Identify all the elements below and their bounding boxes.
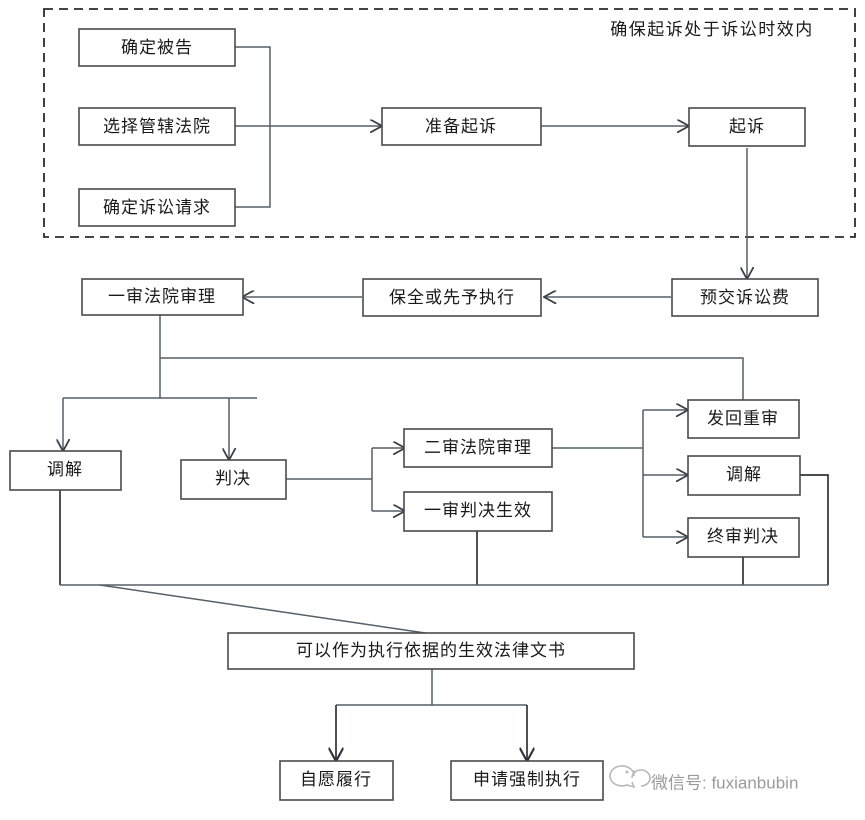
wechat-icon [609, 765, 651, 789]
node-remand-for-retrial[interactable]: 发回重审 [687, 399, 800, 439]
prefiling-group-boundary [43, 8, 856, 238]
node-second-instance-trial[interactable]: 二审法院审理 [403, 428, 553, 468]
timeliness-annotation: 确保起诉处于诉讼时效内 [610, 20, 814, 39]
node-select-jurisdiction[interactable]: 选择管辖法院 [78, 107, 236, 146]
node-first-instance-trial-label: 一审法院审理 [108, 287, 216, 306]
node-prepare-lawsuit-label: 准备起诉 [425, 117, 497, 136]
node-file-lawsuit[interactable]: 起诉 [688, 107, 806, 147]
watermark: 微信号: fuxianbubin [609, 765, 798, 792]
node-first-instance-trial[interactable]: 一审法院审理 [81, 278, 244, 316]
node-determine-defendant-label: 确定被告 [121, 38, 193, 57]
node-first-judgment-effective[interactable]: 一审判决生效 [403, 491, 553, 532]
node-apply-compulsory-enforcement[interactable]: 申请强制执行 [450, 760, 604, 801]
node-final-judgment-label: 终审判决 [707, 527, 779, 546]
node-remand-for-retrial-label: 发回重审 [707, 409, 779, 428]
node-mediation-first-instance[interactable]: 调解 [9, 450, 122, 491]
node-first-judgment-effective-label: 一审判决生效 [424, 501, 532, 520]
node-enforceable-legal-document[interactable]: 可以作为执行依据的生效法律文书 [227, 632, 635, 670]
watermark-label: 微信号: fuxianbubin [651, 773, 798, 792]
node-final-judgment[interactable]: 终审判决 [687, 517, 800, 558]
node-voluntary-performance-label: 自愿履行 [300, 770, 372, 789]
node-prepay-court-fee[interactable]: 预交诉讼费 [671, 278, 819, 317]
node-select-jurisdiction-label: 选择管辖法院 [103, 117, 211, 136]
node-mediation-second-instance-label: 调解 [726, 465, 762, 484]
node-judgment[interactable]: 判决 [180, 459, 287, 500]
node-determine-claims[interactable]: 确定诉讼请求 [78, 188, 236, 227]
node-apply-compulsory-enforcement-label: 申请强制执行 [473, 770, 581, 789]
node-second-instance-trial-label: 二审法院审理 [424, 438, 532, 457]
connector-firsttrial-to-retrial [160, 357, 744, 400]
connector-collector-to-enforceable-doc [99, 584, 433, 635]
node-judgment-label: 判决 [215, 469, 251, 488]
node-determine-defendant[interactable]: 确定被告 [78, 28, 236, 67]
node-preservation-label: 保全或先予执行 [389, 288, 515, 307]
connector-claims-to-trunk [235, 126, 271, 208]
node-preservation-or-advance-execution[interactable]: 保全或先予执行 [362, 278, 542, 317]
node-prepay-court-fee-label: 预交诉讼费 [700, 288, 790, 307]
connector-defendant-to-trunk [235, 46, 271, 126]
node-determine-claims-label: 确定诉讼请求 [103, 198, 211, 217]
node-file-lawsuit-label: 起诉 [729, 117, 765, 136]
node-mediation-second-instance[interactable]: 调解 [687, 455, 801, 496]
node-mediation-first-instance-label: 调解 [47, 460, 83, 479]
node-voluntary-performance[interactable]: 自愿履行 [279, 760, 394, 801]
node-prepare-lawsuit[interactable]: 准备起诉 [381, 107, 542, 146]
connector-mediation2-right-down [800, 474, 829, 585]
node-enforceable-legal-document-label: 可以作为执行依据的生效法律文书 [296, 641, 566, 660]
